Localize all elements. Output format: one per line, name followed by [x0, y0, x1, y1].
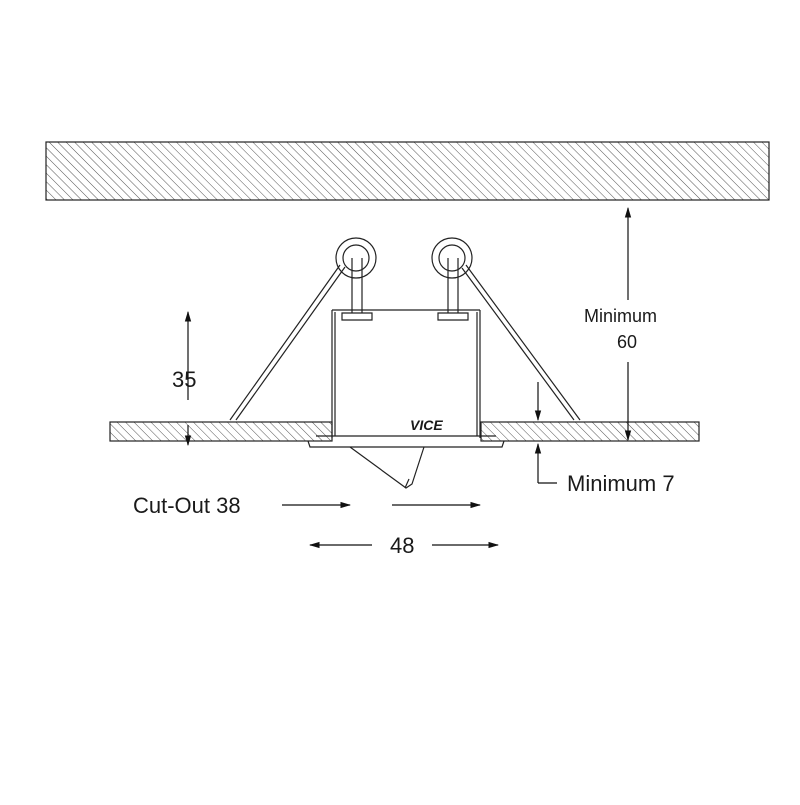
ceiling-board-right [480, 421, 700, 442]
ceiling-board-left [109, 421, 333, 442]
minimum-60-value: 60 [617, 332, 637, 352]
thickness-7-label: Minimum 7 [567, 471, 675, 496]
height-35-label: 35 [172, 367, 196, 392]
width-48-label: 48 [390, 533, 414, 558]
ceiling-slab [45, 141, 770, 201]
cutout-label: Cut-Out 38 [133, 493, 241, 518]
minimum-60-label: Minimum [584, 306, 657, 326]
dim-thickness-7 [534, 382, 557, 484]
downlight-fixture [229, 237, 581, 489]
brand-mark: VICE [410, 417, 443, 433]
